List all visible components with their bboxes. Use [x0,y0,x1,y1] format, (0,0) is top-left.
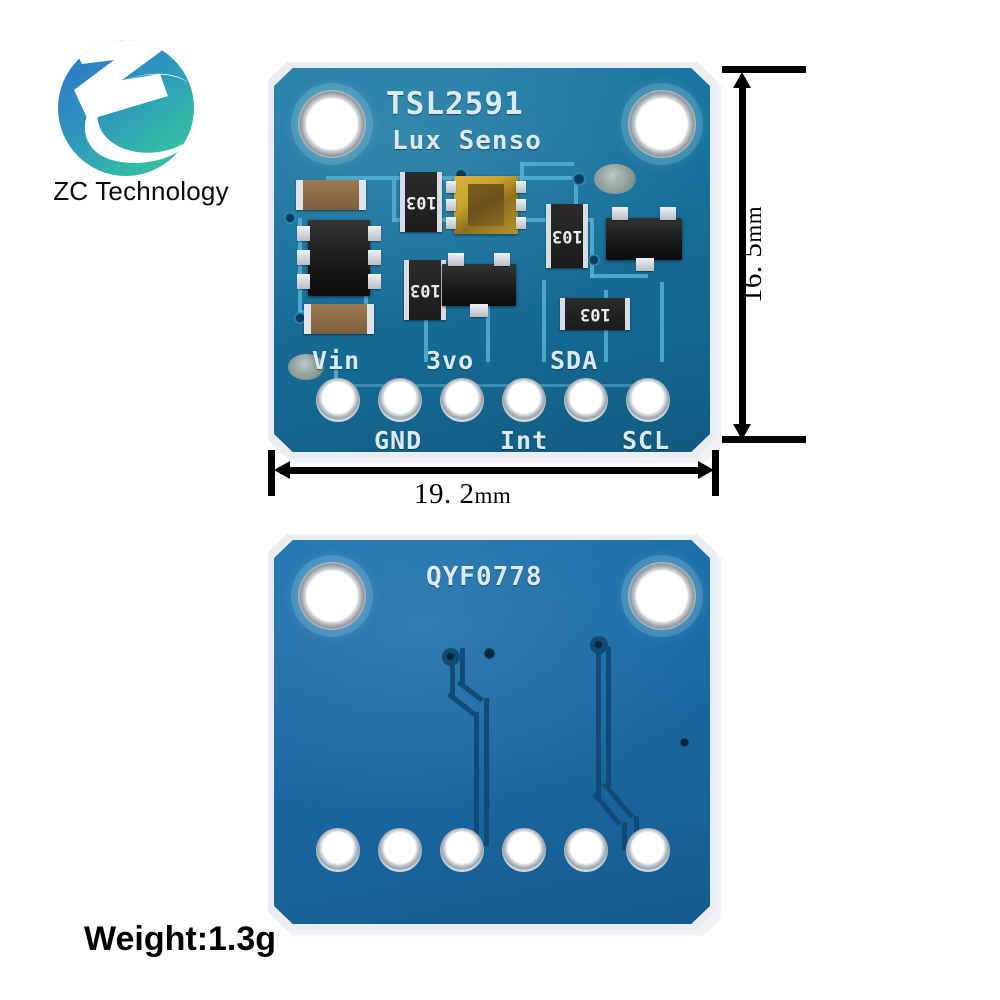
silkscreen-title-line2: Lux Senso [392,126,542,156]
pad-sda [564,378,608,422]
height-dimension-label: 16. 5mm [736,205,769,304]
height-arrow-bottom-icon [733,424,751,440]
brand-logo: ZC Technology [36,40,246,215]
pin-label-scl: SCL [622,426,671,452]
weight-label: Weight:1.3g [84,920,277,958]
resistor-r4: 103 [560,298,630,330]
logo-c-stroke-icon [84,73,194,163]
capacitor-c1 [296,180,366,210]
front-board: TSL2591 Lux Senso 103 103 [268,62,722,464]
width-dimension-line [280,467,704,474]
ground-test-pad [594,164,636,194]
resistor-r1: 103 [400,172,442,232]
width-ext-line-left [268,450,275,496]
back-board: QYF0778 [268,534,722,936]
back-mounting-hole-right [628,562,696,630]
pin-label-gnd: GND [374,426,423,452]
transistor-q2 [606,207,682,271]
mounting-hole-left [298,90,366,158]
mounting-hole-right [628,90,696,158]
corner-test-pad [288,354,324,380]
back-mounting-hole-left [298,562,366,630]
height-dimension-line [739,78,746,430]
height-arrow-top-icon [733,72,751,88]
zc-circle-logo-icon [58,40,194,176]
back-board-face: QYF0778 [274,540,710,924]
pin-label-sda: SDA [550,346,599,375]
height-ext-line-top [722,66,806,73]
pin-label-vin: Vin [312,346,361,375]
back-silkscreen-code: QYF0778 [426,562,543,592]
back-pad-4 [502,828,546,872]
pad-3vo [440,378,484,422]
back-pad-6 [626,828,670,872]
back-pad-3 [440,828,484,872]
brand-name: ZC Technology [53,176,229,206]
width-arrow-right-icon [698,461,714,479]
pin-label-int: Int [500,426,549,452]
back-pad-1 [316,828,360,872]
capacitor-c2 [304,304,374,334]
silkscreen-title-line1: TSL2591 [386,86,524,122]
tsl2591-sensor-chip [446,176,526,234]
logo-z-stroke-icon [70,40,168,120]
pad-int [502,378,546,422]
height-ext-line-bottom [722,436,806,443]
resistor-r3: 103 [546,204,588,268]
width-ext-line-right [712,450,719,496]
pad-scl [626,378,670,422]
back-pad-5 [564,828,608,872]
voltage-regulator-ic [297,220,381,296]
pad-gnd [378,378,422,422]
pin-label-3vo: 3vo [426,346,475,375]
back-pad-2 [378,828,422,872]
width-dimension-label: 19. 2mm [414,478,512,510]
pad-vin [316,378,360,422]
width-arrow-left-icon [274,461,290,479]
resistor-r2: 103 [404,260,446,320]
transistor-q1 [442,253,516,317]
front-board-face: TSL2591 Lux Senso 103 103 [274,68,710,452]
